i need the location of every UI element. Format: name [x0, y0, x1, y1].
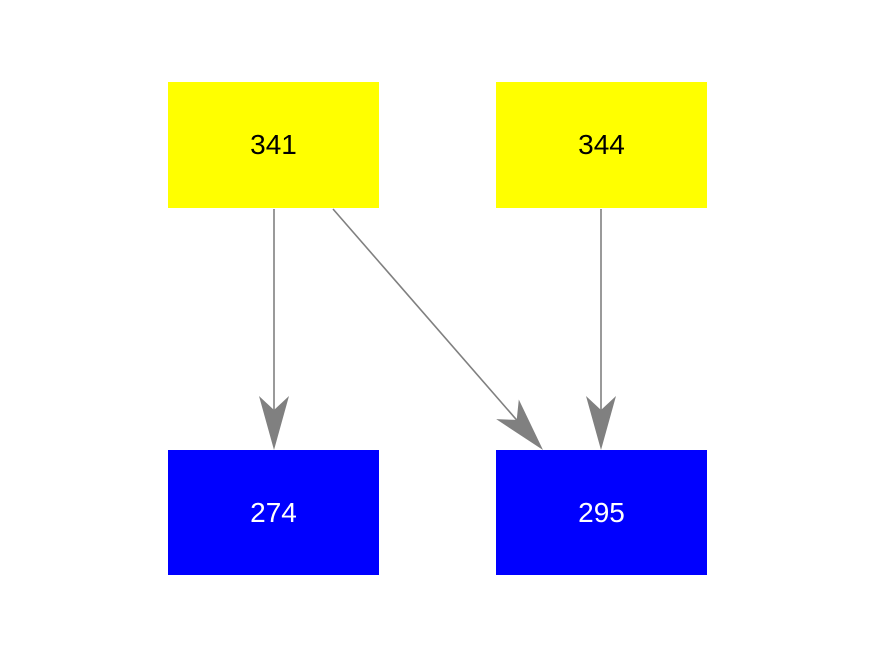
arrowhead-344-295 [586, 396, 616, 450]
edge-341-295 [332, 208, 543, 450]
arrowhead-341-295 [496, 399, 543, 450]
node-274-label: 274 [250, 496, 297, 528]
edge-line-341-295 [332, 208, 529, 434]
node-341-label: 341 [250, 129, 297, 160]
node-274[interactable]: 274 [168, 450, 379, 575]
node-341[interactable]: 341 [168, 82, 379, 208]
node-295[interactable]: 295 [496, 450, 707, 575]
node-344[interactable]: 344 [496, 82, 707, 208]
edge-344-295 [586, 209, 616, 450]
edge-341-274 [259, 209, 289, 450]
node-344-label: 344 [578, 129, 625, 160]
node-295-label: 295 [578, 496, 625, 528]
arrowhead-341-274 [259, 396, 289, 450]
